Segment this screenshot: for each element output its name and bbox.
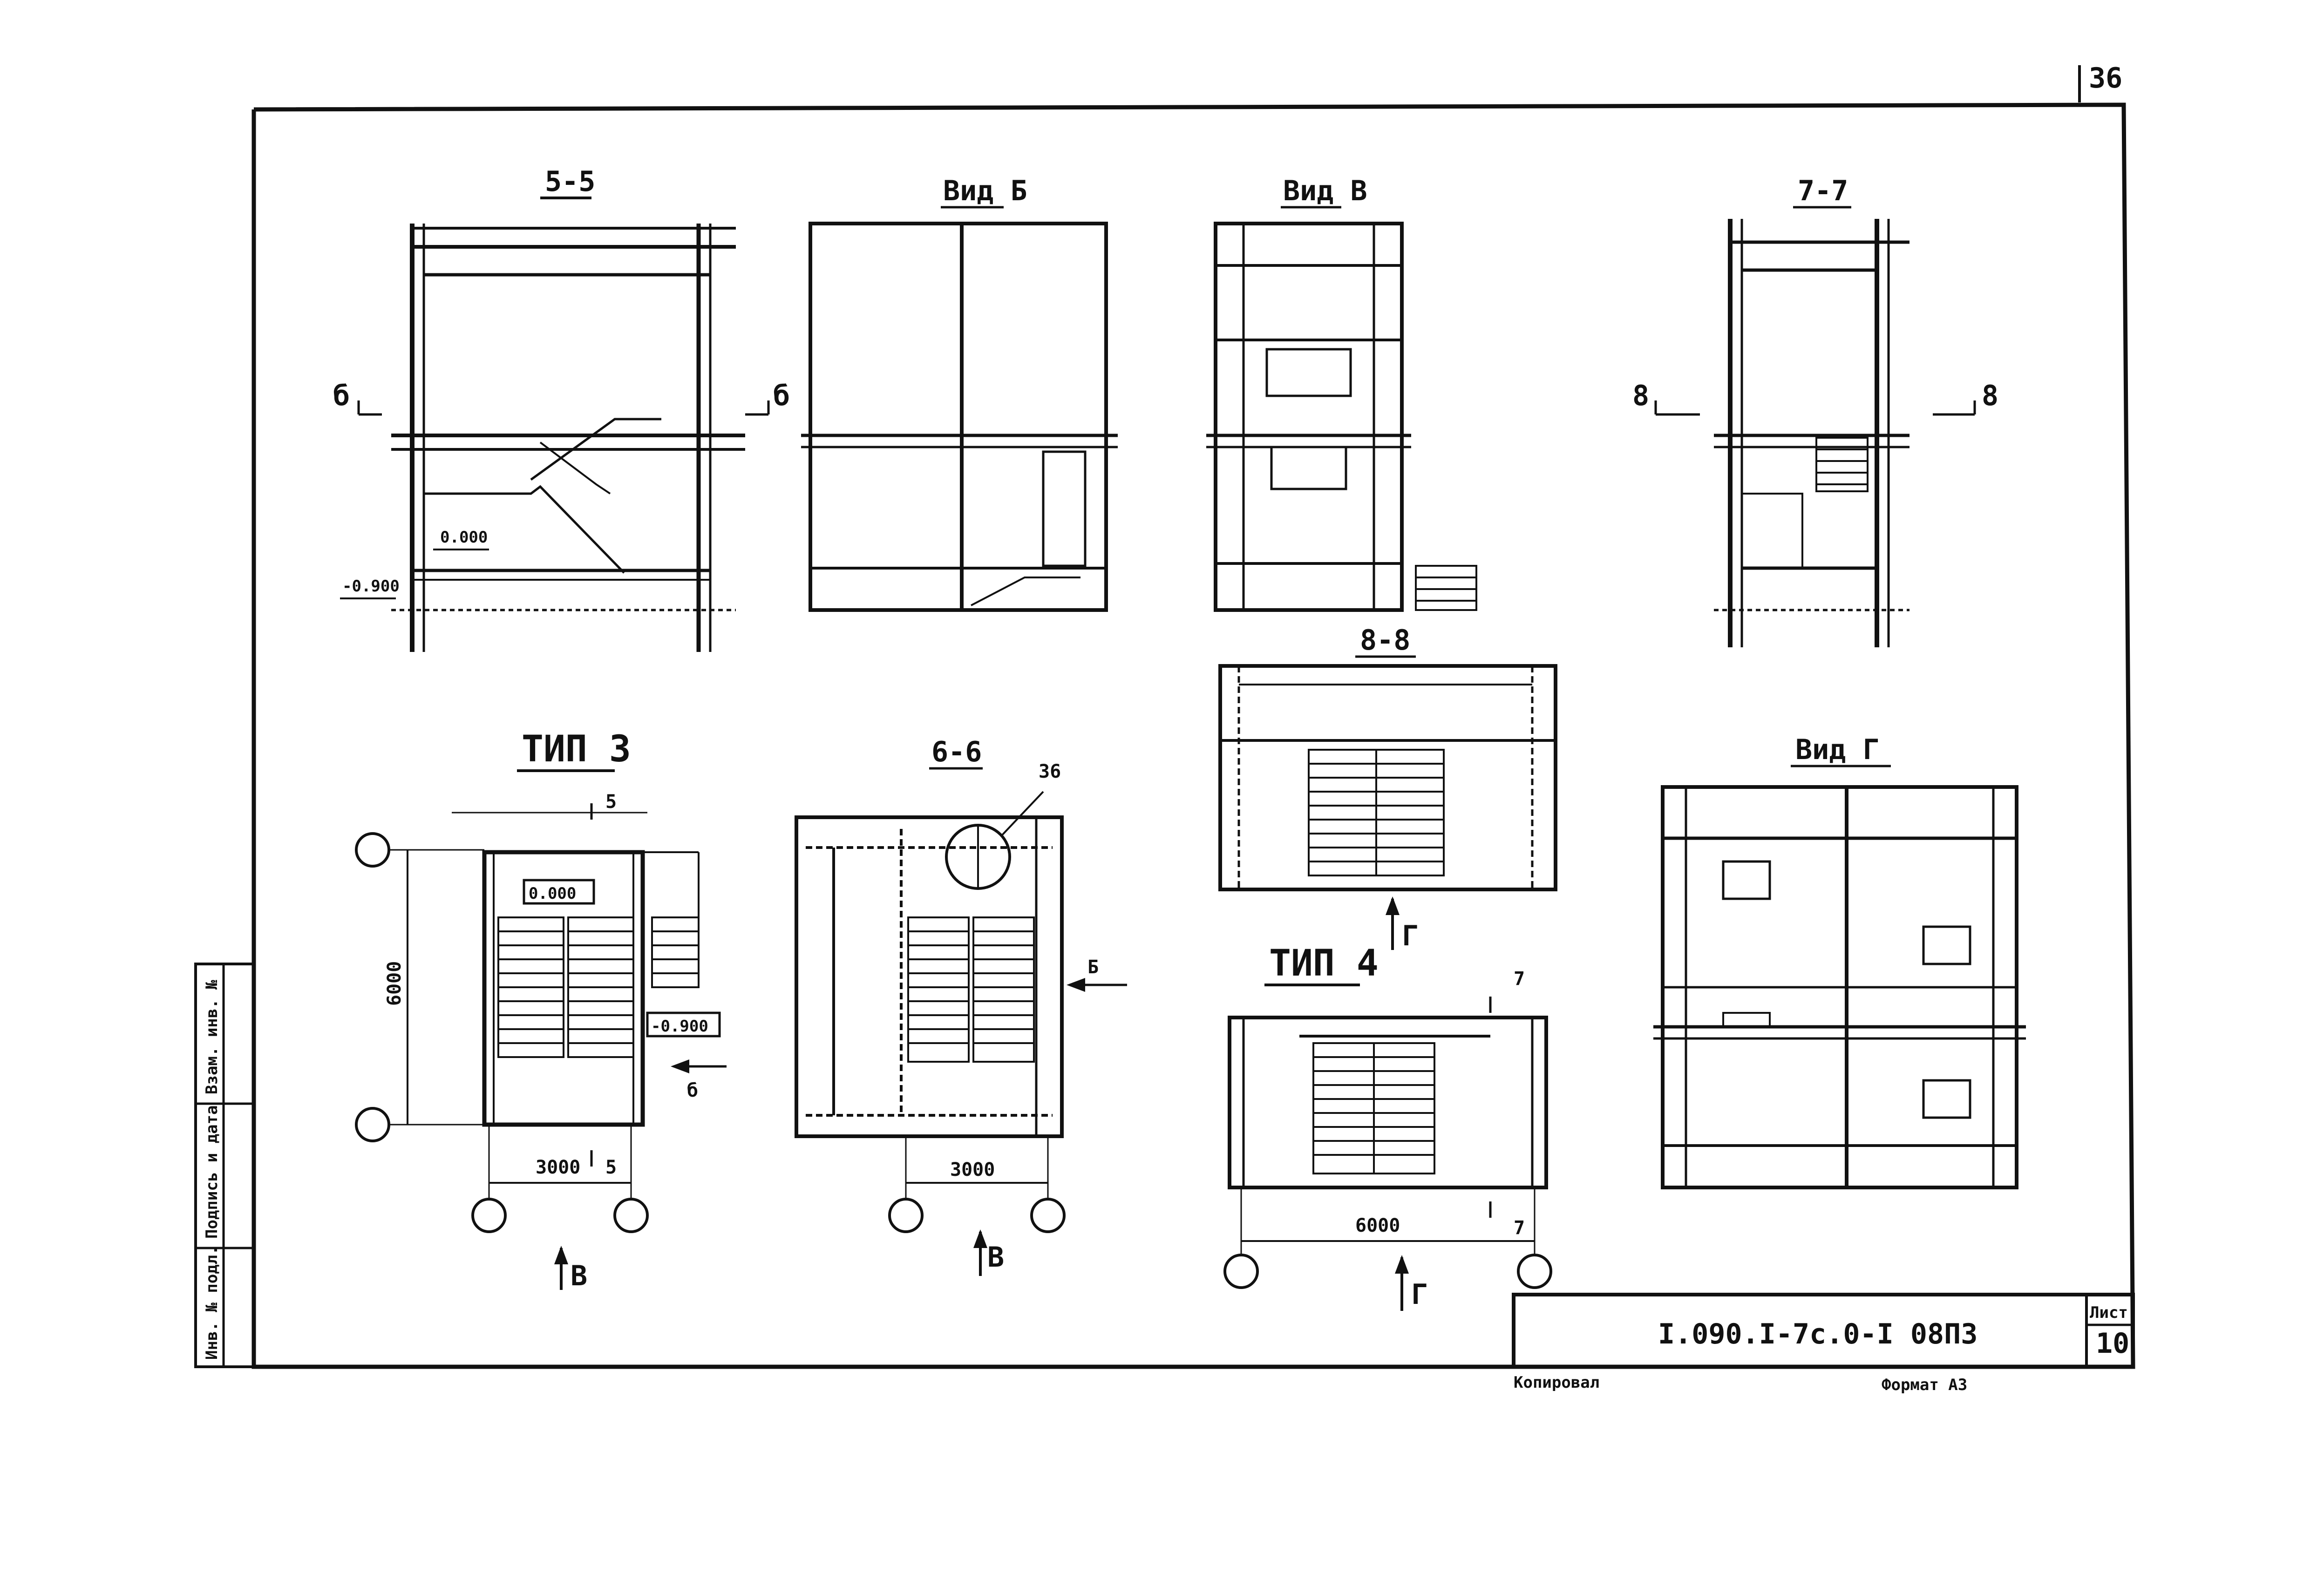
type-3-level-0900: -0.900 [651,1017,708,1036]
section-6-6-dim: 3000 [950,1159,995,1180]
section-7-7-title: 7-7 [1798,175,1848,207]
section-6-6-arrow-v: В [987,1241,1004,1274]
section-6-6-arrow-b: Б [1087,957,1099,978]
cut-mark-8-right: 8 [1982,380,1998,412]
view-v: Вид В [1206,175,1477,612]
plan-type-4: ТИП 4 6000 7 7 Г [1223,943,1552,1311]
axis-bubble [355,832,390,868]
view-b: Вид Б [801,175,1118,612]
type-3-dim-horizontal: 3000 [536,1157,580,1178]
type-4-arrow-g: Г [1411,1278,1428,1311]
view-g-title: Вид Г [1795,733,1880,766]
type-3-level-0000: 0.000 [529,884,576,903]
type-4-cut-bottom: 7 [1514,1217,1525,1239]
type-3-arrow-b: б [687,1080,698,1101]
type-4-cut-top: 7 [1514,968,1525,990]
view-g: Вид Г [1653,733,2026,1189]
stamp-replace-label: Взам. инв. № [203,980,221,1094]
view-v-title: Вид В [1283,175,1367,207]
type-3-cut-bottom: 5 [605,1157,617,1178]
side-stamp: Инв. № подл. Подпись и дата Взам. инв. № [194,963,255,1368]
view-b-title: Вид Б [943,175,1027,207]
detail-callout-number: 36 [1039,761,1061,782]
section-6-6: 6-6 36 3000 [795,736,1127,1276]
view-arrow-g-88: Г [1402,920,1419,952]
stamp-sign-label: Подпись и дата [203,1105,221,1239]
cut-mark-8-left: 8 [1632,380,1649,412]
section-8-8-title: 8-8 [1360,624,1410,657]
cut-mark-left: б [333,380,350,412]
axis-bubble [471,1198,507,1233]
axis-bubble [888,1198,924,1233]
footer-format: Формат А3 [1882,1376,1967,1394]
footer-copied: Копировал [1514,1373,1599,1392]
type-3-title: ТИП 3 [522,728,631,770]
type-4-dim-horizontal: 6000 [1355,1215,1400,1236]
sheet-label: Лист [2090,1303,2128,1322]
cut-mark-right: б [773,380,790,412]
stamp-inv-label: Инв. № подл. [203,1245,221,1360]
level-0900: -0.900 [342,577,400,596]
type-3-dim-vertical: 6000 [384,961,405,1006]
axis-bubble [355,1107,390,1142]
page-number: 36 [2089,62,2122,95]
section-5-5: 5-5 б б 0.000 -0.900 [333,165,790,652]
section-8-8: 8-8 Г [1218,624,1557,952]
type-4-title: ТИП 4 [1269,943,1379,984]
section-6-6-title: 6-6 [931,736,982,768]
section-7-7: 7-7 8 8 [1632,175,1998,647]
title-block: I.090.I-7c.0-I 08ПЗ Лист 10 [1512,1293,2135,1369]
sheet-number: 10 [2096,1327,2129,1360]
axis-bubble [613,1198,649,1233]
plan-type-3: ТИП 3 6000 3000 [355,728,727,1292]
axis-bubble [1030,1198,1066,1233]
axis-bubble [1517,1254,1552,1289]
type-3-cut-top: 5 [605,791,617,813]
type-3-arrow-v: В [571,1260,587,1292]
level-0000: 0.000 [440,528,488,547]
drawing-code: I.090.I-7c.0-I 08ПЗ [1658,1318,1977,1350]
axis-bubble [1223,1254,1259,1289]
section-5-5-title: 5-5 [545,165,595,198]
